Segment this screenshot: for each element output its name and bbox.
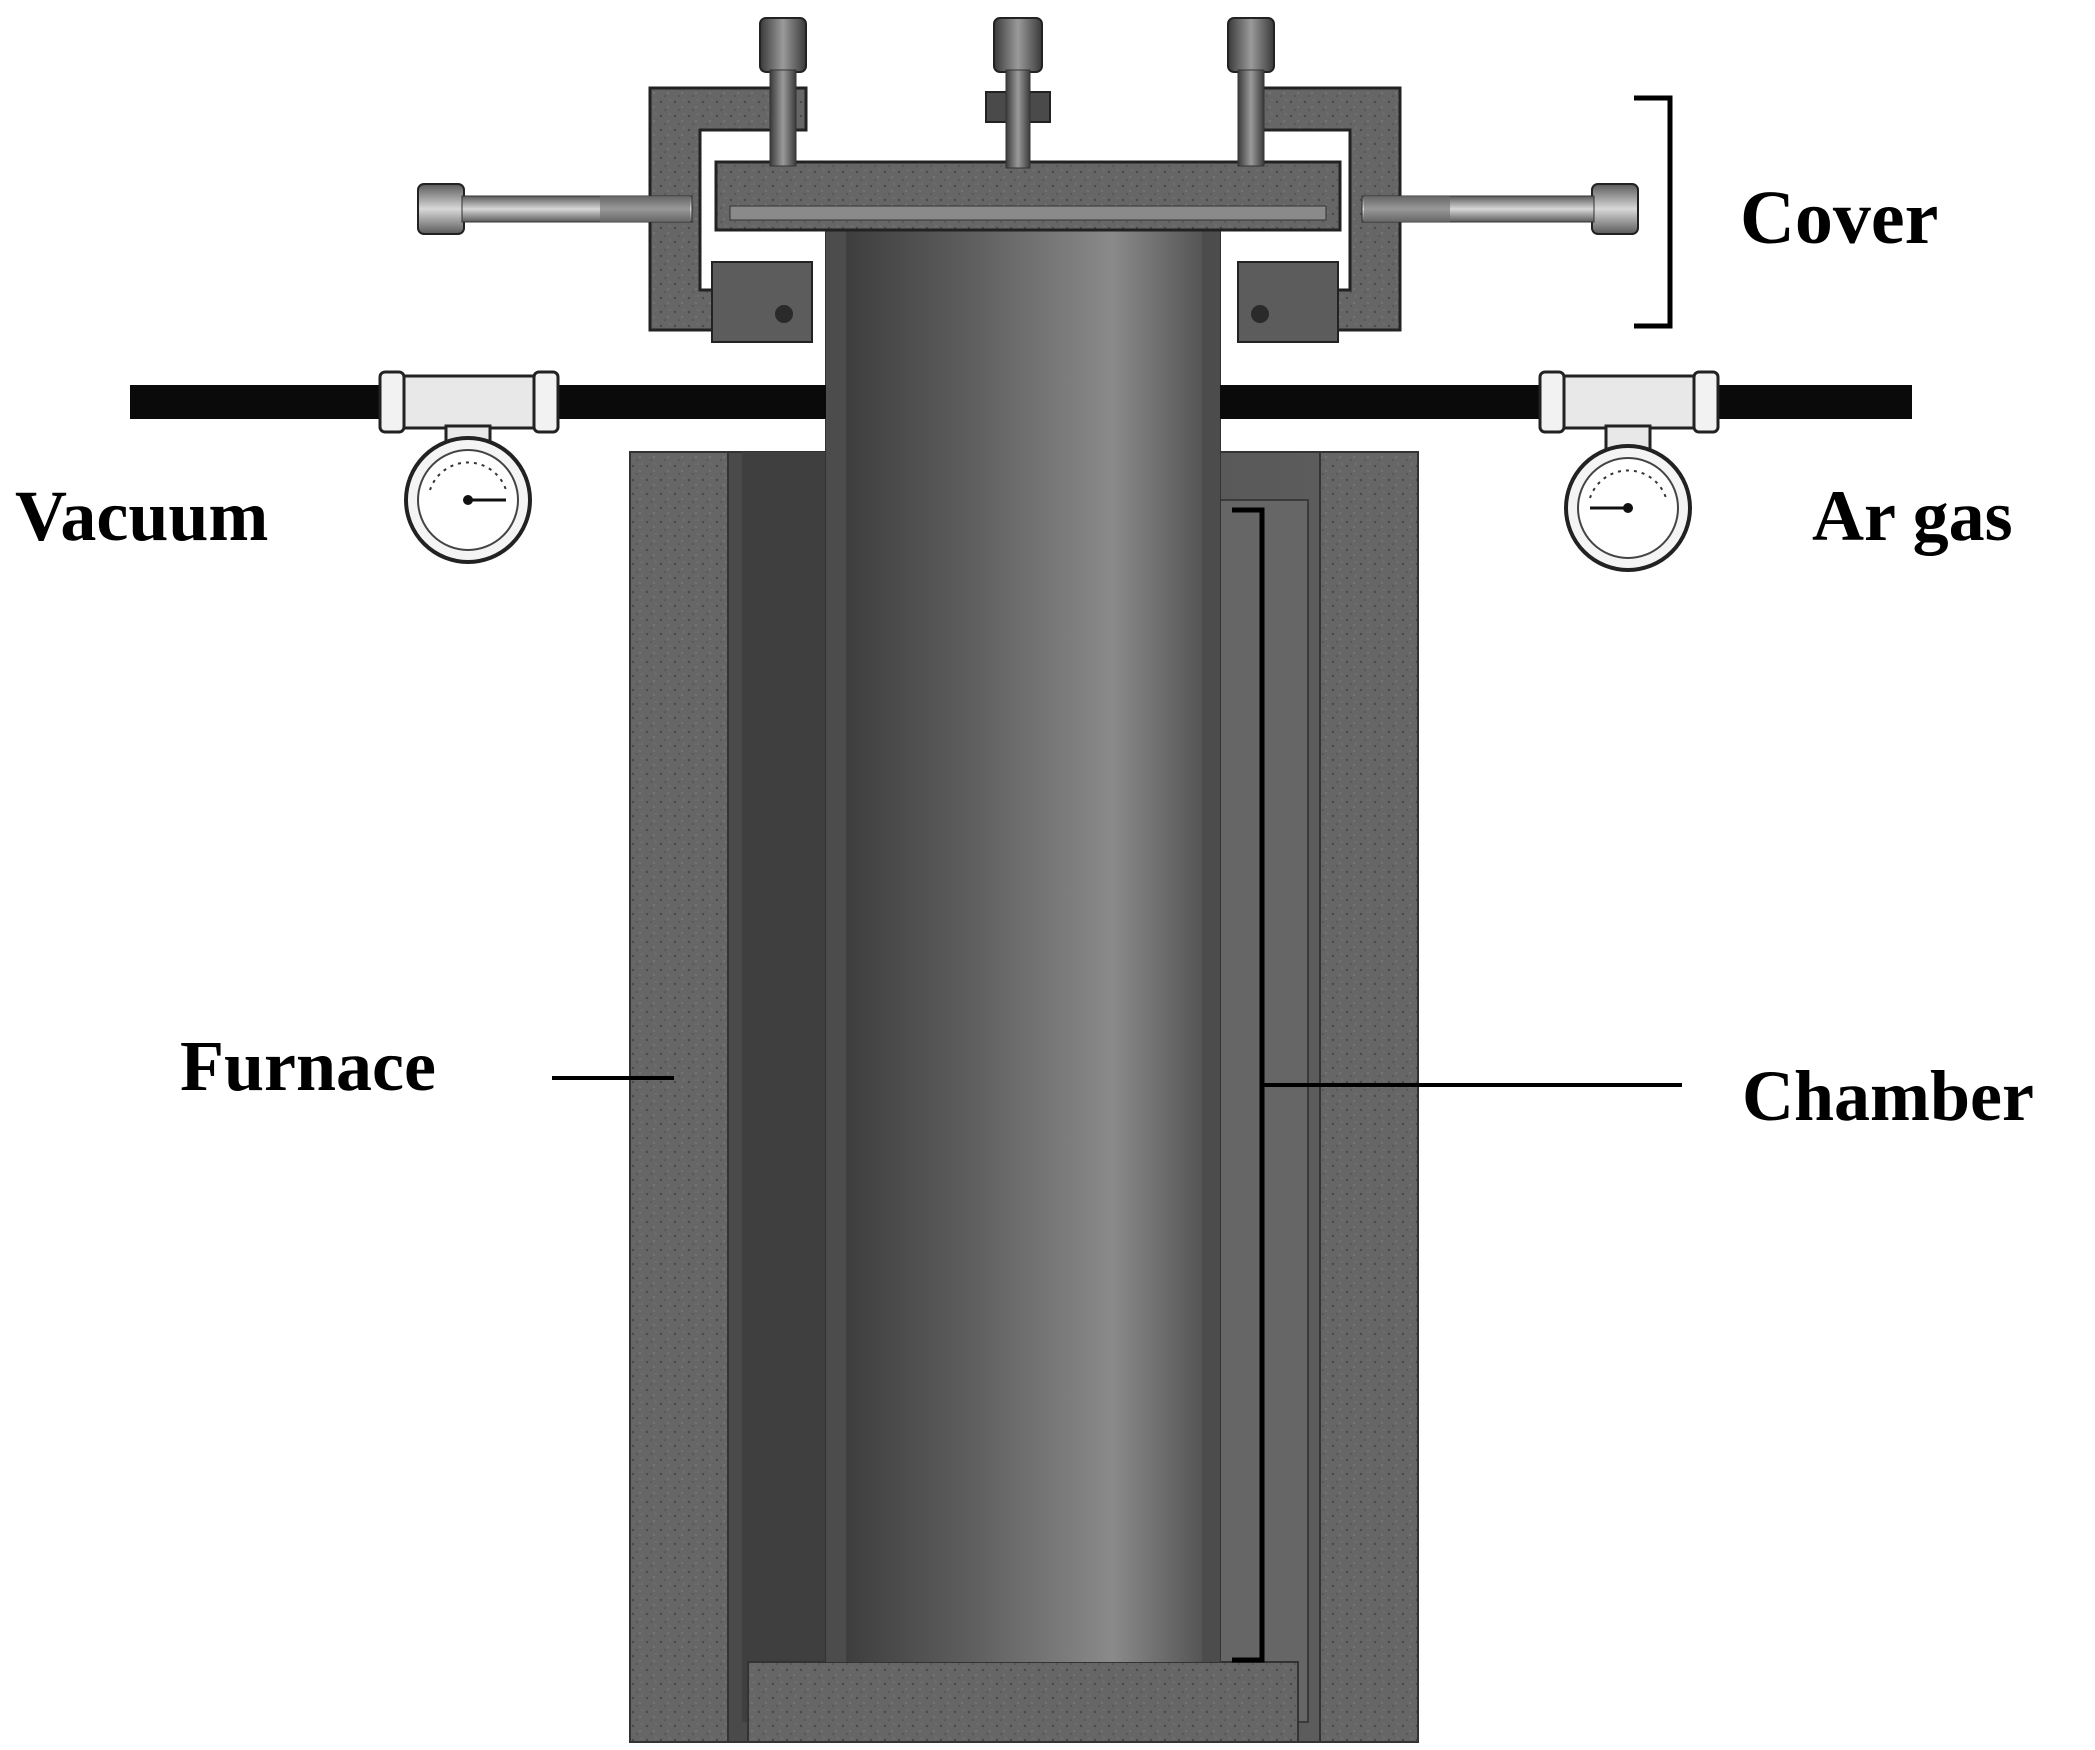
cover-bracket	[1634, 95, 1673, 329]
right-horizontal-bolt-icon	[1361, 183, 1639, 235]
furnace-label: Furnace	[180, 1026, 436, 1106]
left-vertical-bolt-icon	[759, 17, 807, 167]
chamber-label: Chamber	[1742, 1056, 2034, 1136]
chamber-tube	[825, 219, 1221, 1663]
argon-valve-icon	[1538, 370, 1720, 454]
left-horizontal-bolt-icon	[417, 183, 693, 235]
vacuum-label: Vacuum	[15, 476, 269, 556]
ar-gas-label: Ar gas	[1812, 476, 2013, 556]
right-vertical-bolt-icon	[1227, 17, 1275, 167]
argon-pressure-gauge-icon	[1564, 444, 1692, 572]
cover-label: Cover	[1740, 176, 1939, 260]
vacuum-valve-icon	[378, 370, 560, 454]
vacuum-pressure-gauge-icon	[404, 436, 532, 564]
center-vertical-bolt-icon	[985, 17, 1051, 169]
cover-assembly	[648, 86, 1402, 343]
